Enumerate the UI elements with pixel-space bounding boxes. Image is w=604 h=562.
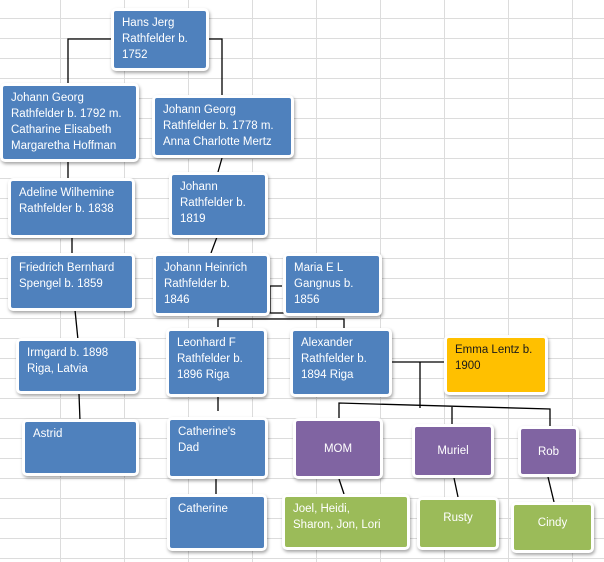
connector-hans-to-johann-georg-1792 xyxy=(67,38,111,85)
person-box-maria[interactable]: Maria E L Gangnus b. 1856 xyxy=(283,253,382,316)
connector-johann-1819-to-johann-heinrich xyxy=(210,236,218,254)
connector-muriel-to-rusty xyxy=(453,477,459,498)
person-name: Joel, Heidi, Sharon, Jon, Lori xyxy=(293,503,381,531)
person-name: Irmgard b. 1898 Riga, Latvia xyxy=(27,347,109,375)
person-box-cindy[interactable]: Cindy xyxy=(511,502,594,553)
person-box-leonhard[interactable]: Leonhard F Rathfelder b. 1896 Riga xyxy=(166,328,267,397)
person-name: Johann Georg Rathfelder b. 1792 m. Catha… xyxy=(11,92,122,152)
person-box-muriel[interactable]: Muriel xyxy=(412,424,494,478)
person-name: Adeline Wilhemine Rathfelder b. 1838 xyxy=(19,187,115,215)
person-box-johann-heinrich[interactable]: Johann Heinrich Rathfelder b. 1846 xyxy=(153,253,270,316)
person-box-irmgard[interactable]: Irmgard b. 1898 Riga, Latvia xyxy=(16,338,139,394)
person-box-joel-heidi-sharon-jon-lori[interactable]: Joel, Heidi, Sharon, Jon, Lori xyxy=(282,494,410,550)
person-box-alexander[interactable]: Alexander Rathfelder b. 1894 Riga xyxy=(290,328,392,397)
person-box-johann-georg-1792[interactable]: Johann Georg Rathfelder b. 1792 m. Catha… xyxy=(0,83,139,162)
connector-irmgard-to-astrid xyxy=(78,393,81,422)
connector-rob-to-cindy xyxy=(547,476,555,503)
person-box-adeline[interactable]: Adeline Wilhemine Rathfelder b. 1838 xyxy=(8,178,135,238)
person-name: Catherine xyxy=(178,503,228,515)
connector-union-to-children xyxy=(217,318,345,328)
person-box-astrid[interactable]: Astrid xyxy=(22,419,139,476)
person-name: Astrid xyxy=(33,428,63,440)
person-name: Catherine's Dad xyxy=(178,426,236,454)
person-box-rusty[interactable]: Rusty xyxy=(417,497,499,550)
person-box-emma[interactable]: Emma Lentz b. 1900 xyxy=(444,335,548,395)
connector-mom-to-joel xyxy=(338,478,345,495)
person-name: Johann Heinrich Rathfelder b. 1846 xyxy=(164,262,248,306)
connector-friedrich-to-irmgard xyxy=(74,309,79,341)
person-name: Johann Rathfelder b. 1819 xyxy=(180,181,246,225)
person-name: Alexander Rathfelder b. 1894 Riga xyxy=(301,337,367,381)
person-name: Rusty xyxy=(443,512,473,524)
connector-jg1778-to-johann-1819 xyxy=(217,157,223,173)
person-name: Friedrich Bernhard Spengel b. 1859 xyxy=(19,262,115,290)
person-box-catherine[interactable]: Catherine xyxy=(167,494,267,551)
person-name: Emma Lentz b. 1900 xyxy=(455,344,533,372)
person-name: Maria E L Gangnus b. 1856 xyxy=(294,262,354,306)
person-name: Hans Jerg Rathfelder b. 1752 xyxy=(122,17,188,61)
connector-hans-to-johann-georg-1778 xyxy=(209,38,223,96)
person-name: Leonhard F Rathfelder b. 1896 Riga xyxy=(177,337,243,381)
person-box-catherines-dad[interactable]: Catherine's Dad xyxy=(167,417,268,479)
person-name: Johann Georg Rathfelder b. 1778 m. Anna … xyxy=(163,104,274,148)
person-box-rob[interactable]: Rob xyxy=(518,426,579,477)
person-name: Rob xyxy=(537,445,560,458)
person-box-johann-georg-1778[interactable]: Johann Georg Rathfelder b. 1778 m. Anna … xyxy=(152,95,294,158)
connector-alexander-children-bar xyxy=(338,402,551,426)
person-box-friedrich[interactable]: Friedrich Bernhard Spengel b. 1859 xyxy=(8,253,135,311)
person-name: Muriel xyxy=(437,445,469,457)
person-box-hans-jerg[interactable]: Hans Jerg Rathfelder b. 1752 xyxy=(111,8,209,71)
person-box-johann-1819[interactable]: Johann Rathfelder b. 1819 xyxy=(169,172,268,238)
person-box-mom[interactable]: MOM xyxy=(293,418,383,479)
person-name: Cindy xyxy=(537,517,568,529)
person-name: MOM xyxy=(323,442,353,455)
